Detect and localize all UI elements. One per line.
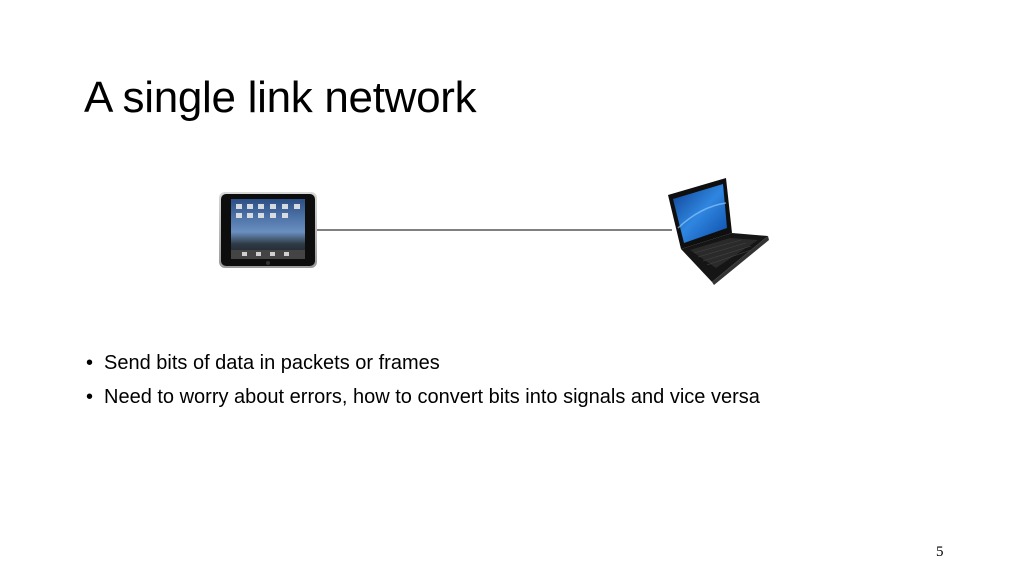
bullet-item: • Send bits of data in packets or frames <box>86 346 760 380</box>
bullet-item: • Need to worry about errors, how to con… <box>86 380 760 414</box>
page-number: 5 <box>936 544 944 560</box>
tablet-icon <box>219 192 317 268</box>
bullet-marker: • <box>86 352 94 374</box>
network-diagram <box>219 178 769 285</box>
bullet-text: Send bits of data in packets or frames <box>104 352 440 374</box>
bullet-text: Need to worry about errors, how to conve… <box>104 386 760 408</box>
bullet-marker: • <box>86 386 94 408</box>
slide-title: A single link network <box>84 73 477 122</box>
laptop-icon <box>668 178 769 285</box>
bullet-list: • Send bits of data in packets or frames… <box>86 346 760 414</box>
